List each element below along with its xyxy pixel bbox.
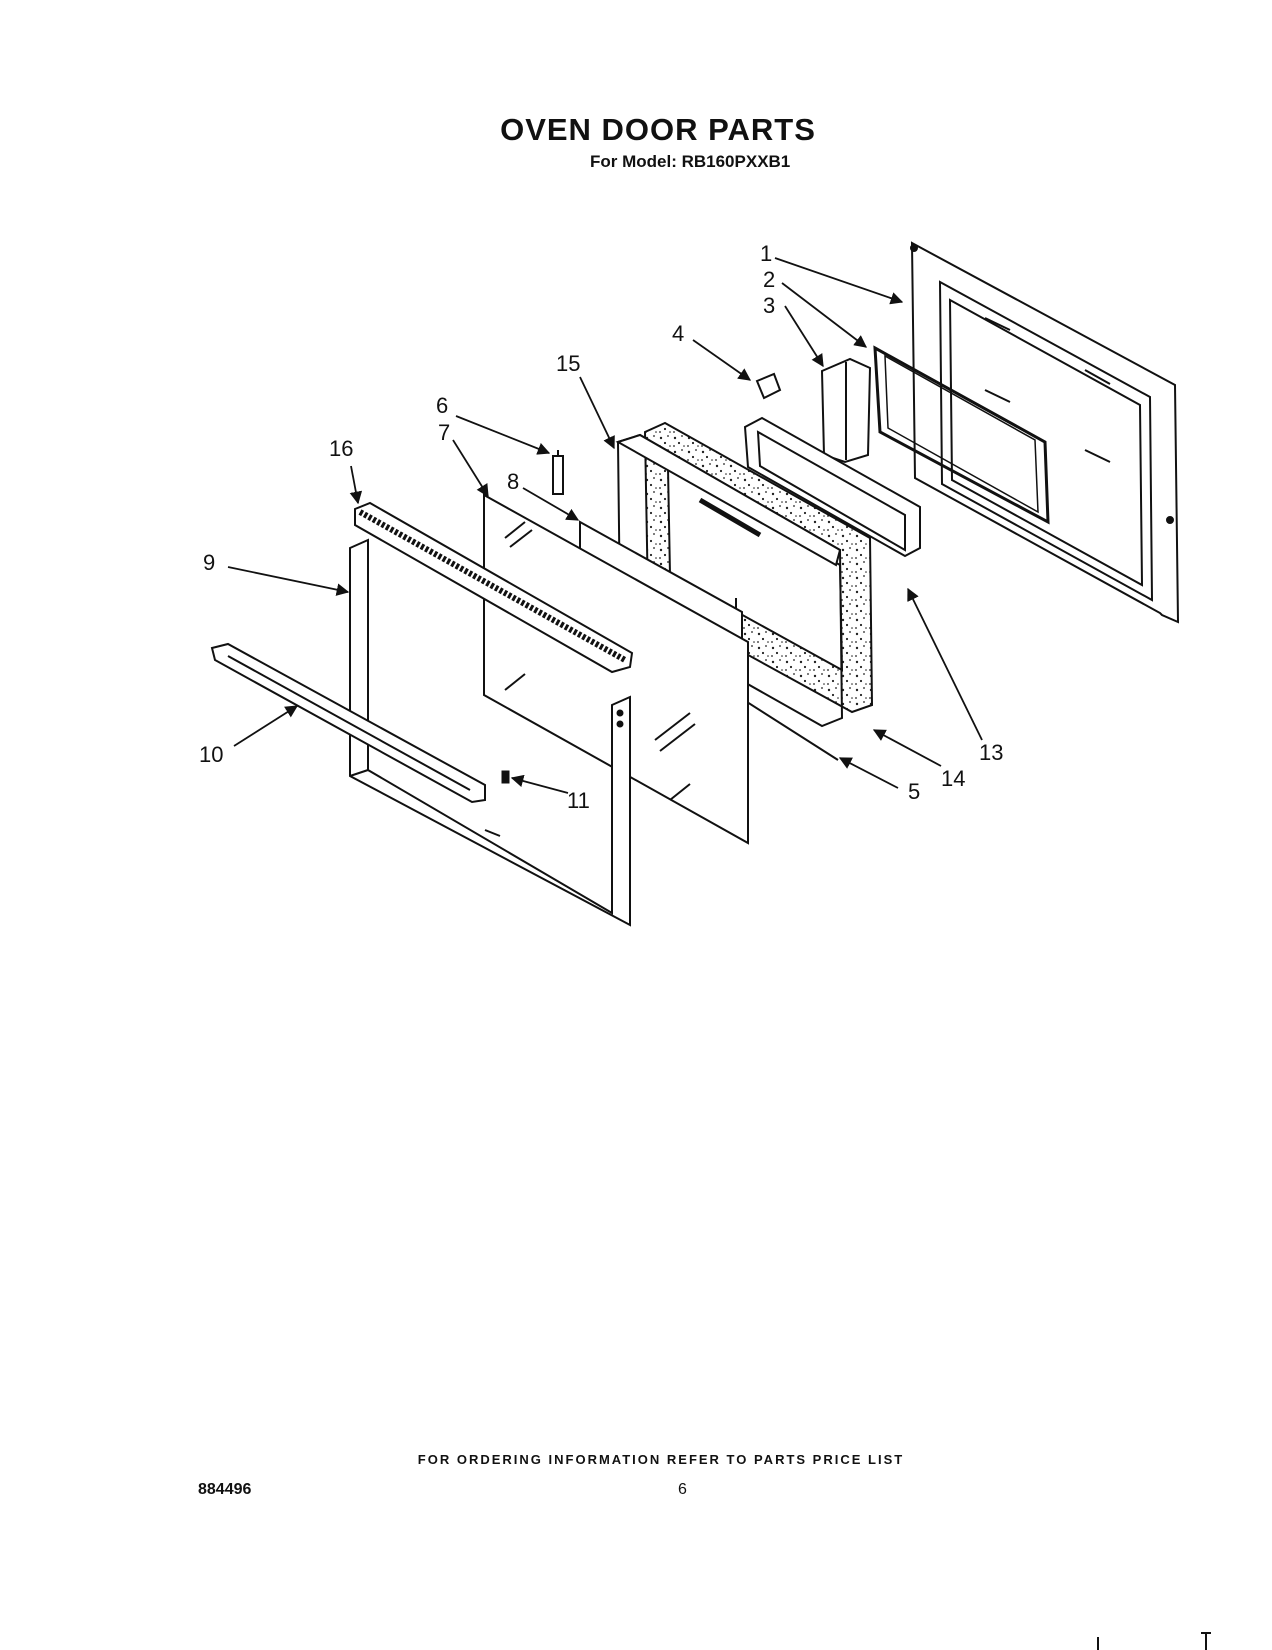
model-subtitle: For Model: RB160PXXB1 [590,152,791,171]
part-9-outer-door-frame [349,538,631,927]
callout-14: 14 [941,766,965,791]
callout-labels: 1 2 3 4 5 6 7 8 9 10 11 13 14 15 16 [199,241,1003,813]
part-2-door-gasket [873,345,1050,525]
part-3-door-channel [820,357,872,464]
callout-15: 15 [556,351,580,376]
callout-5: 5 [908,779,920,804]
callout-1: 1 [760,241,772,266]
callout-3: 3 [763,293,775,318]
part-6-bracket [552,450,564,495]
part-11-small-clip [501,770,510,784]
part-13-insulation-frame [743,416,921,558]
callout-11: 11 [567,788,590,813]
document-number: 884496 [198,1481,252,1498]
callout-4: 4 [672,321,684,346]
ordering-info-note: FOR ORDERING INFORMATION REFER TO PARTS … [417,1452,905,1467]
part-1-inner-door-panel [910,241,1180,624]
callout-10: 10 [199,742,223,767]
part-10-door-handle [210,642,486,804]
callout-leaders [227,257,983,794]
callout-7: 7 [438,420,450,445]
callout-13: 13 [979,740,1003,765]
callout-8: 8 [507,469,519,494]
part-16-vent-trim [354,501,634,674]
callout-6: 6 [436,393,448,418]
page-title: OVEN DOOR PARTS [500,112,816,147]
page-corner-marks [1097,1632,1211,1650]
callout-2: 2 [763,267,775,292]
page-number: 6 [678,1481,687,1498]
part-4-clip [755,372,782,400]
callout-9: 9 [203,550,215,575]
callout-16: 16 [329,436,353,461]
